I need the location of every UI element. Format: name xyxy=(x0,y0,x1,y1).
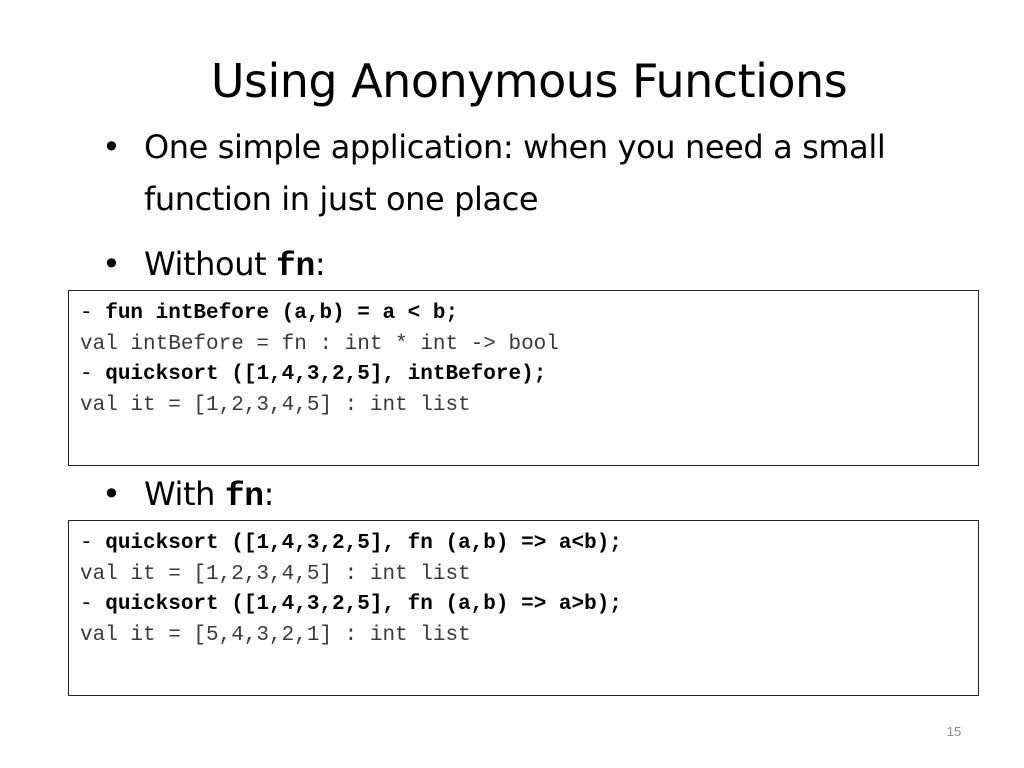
bullet-prefix: With xyxy=(144,475,225,513)
code-prompt: - xyxy=(80,532,106,555)
code-line: - quicksort ([1,4,3,2,5], intBefore); xyxy=(80,360,978,391)
code-command: quicksort ([1,4,3,2,5], intBefore); xyxy=(105,363,547,386)
bullet-marker: • xyxy=(102,128,121,166)
bullet-text: With fn: xyxy=(102,468,922,523)
code-command: fun intBefore (a,b) = a < b; xyxy=(105,302,459,325)
code-output: val it = [1,2,3,4,5] : int list xyxy=(80,393,471,417)
code-line: - quicksort ([1,4,3,2,5], fn (a,b) => a>… xyxy=(80,590,978,621)
code-prompt: - xyxy=(80,593,106,616)
bullet-item-2: • Without fn: xyxy=(102,238,922,293)
code-output: val it = [5,4,3,2,1] : int list xyxy=(80,623,471,647)
code-line: - fun intBefore (a,b) = a < b; xyxy=(80,299,978,330)
code-line: val it = [1,2,3,4,5] : int list xyxy=(80,560,978,591)
code-block-with-fn: - quicksort ([1,4,3,2,5], fn (a,b) => a<… xyxy=(68,520,979,696)
code-line: val it = [1,2,3,4,5] : int list xyxy=(80,391,978,422)
bullet-text: One simple application: when you need a … xyxy=(144,128,886,218)
code-line: - quicksort ([1,4,3,2,5], fn (a,b) => a<… xyxy=(80,529,978,560)
code-prompt: - xyxy=(80,302,106,325)
code-command: quicksort ([1,4,3,2,5], fn (a,b) => a<b)… xyxy=(105,532,622,555)
bullet-marker: • xyxy=(102,245,121,283)
slide-title: Using Anonymous Functions xyxy=(210,54,848,108)
bullet-item-1: • One simple application: when you need … xyxy=(102,121,922,225)
bullet-keyword: fn xyxy=(224,478,264,515)
page-number: 15 xyxy=(946,724,962,739)
bullet-text: Without fn: xyxy=(102,238,922,293)
code-output: val it = [1,2,3,4,5] : int list xyxy=(80,562,471,586)
code-block-without-fn: - fun intBefore (a,b) = a < b; val intBe… xyxy=(68,290,979,466)
code-line: val it = [5,4,3,2,1] : int list xyxy=(80,621,978,652)
code-line: val intBefore = fn : int * int -> bool xyxy=(80,330,978,361)
code-prompt: - xyxy=(80,363,106,386)
bullet-prefix: Without xyxy=(144,245,277,283)
bullet-suffix: : xyxy=(263,475,275,513)
bullet-suffix: : xyxy=(314,245,326,283)
bullet-item-3: • With fn: xyxy=(102,468,922,523)
code-output: val intBefore = fn : int * int -> bool xyxy=(80,332,559,356)
code-command: quicksort ([1,4,3,2,5], fn (a,b) => a>b)… xyxy=(105,593,622,616)
bullet-keyword: fn xyxy=(276,248,315,285)
bullet-marker: • xyxy=(102,475,121,513)
